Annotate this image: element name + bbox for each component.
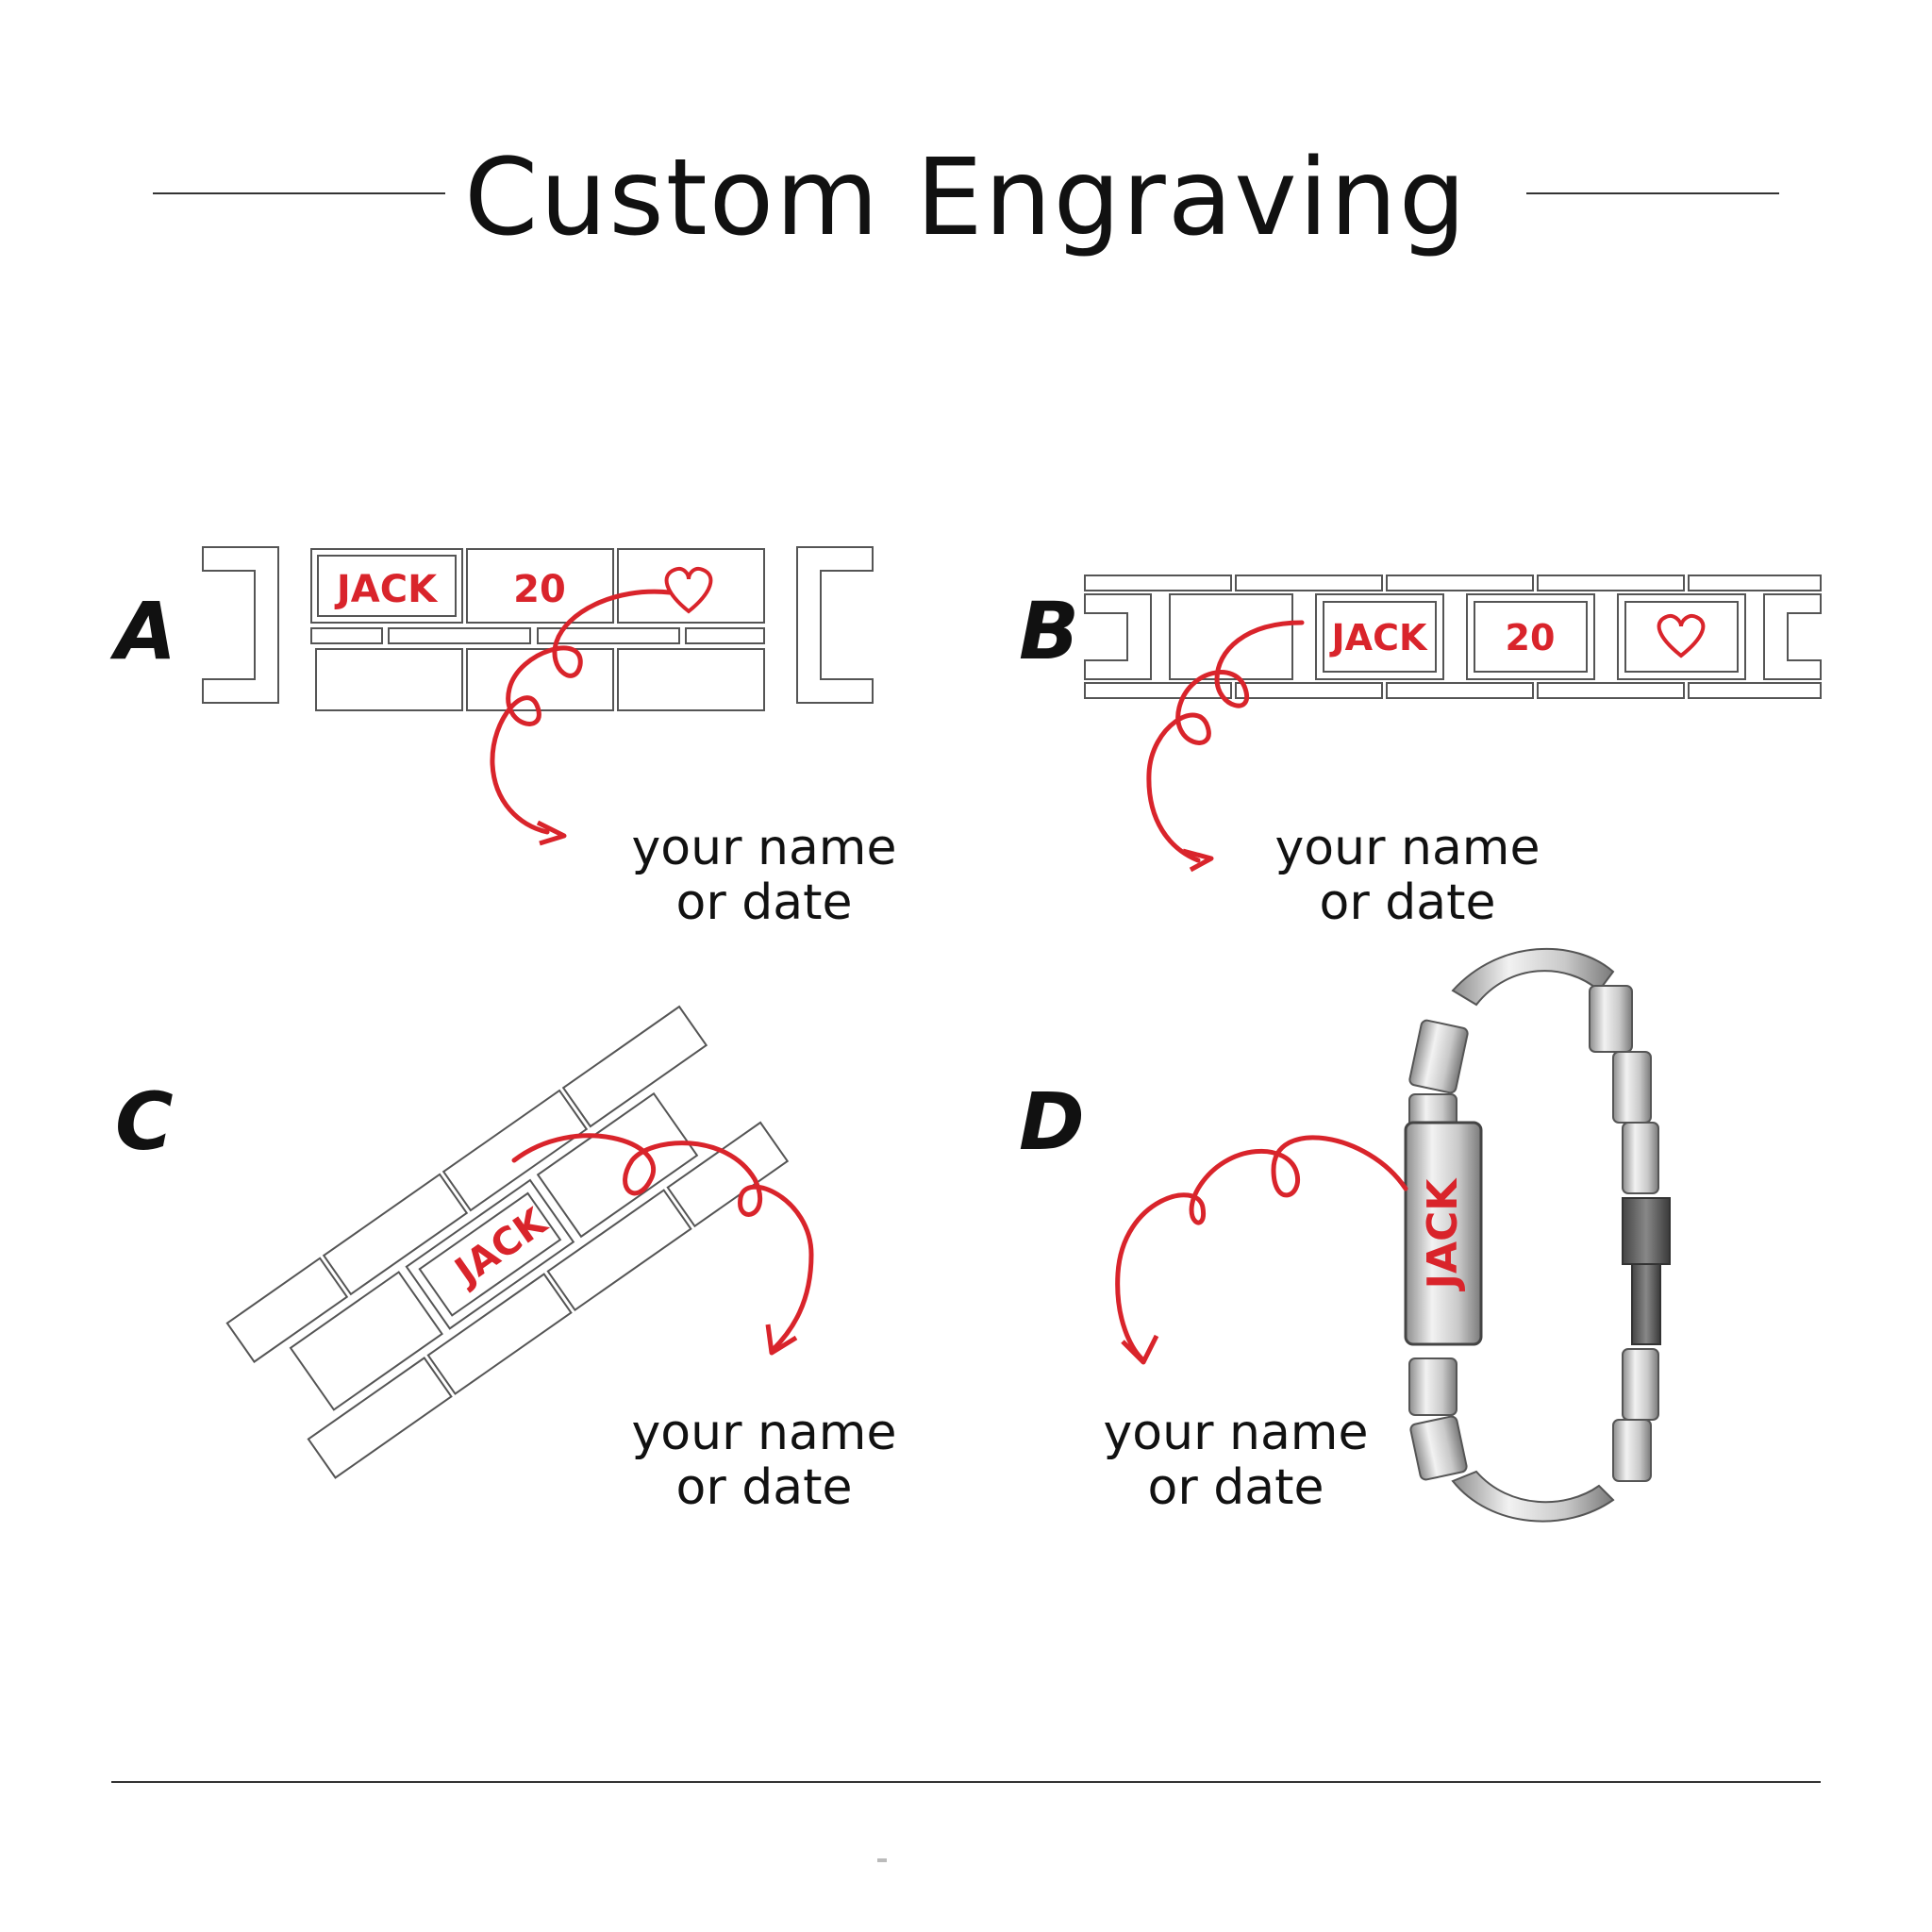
variant-c-swirl-arrow xyxy=(511,1133,814,1356)
variant-b-letter: B xyxy=(1019,585,1080,677)
variant-d-caption-line1: your name xyxy=(1103,1405,1369,1461)
variant-d-caption-line2: or date xyxy=(1147,1459,1324,1516)
variant-c-letter: C xyxy=(115,1075,174,1168)
variant-b-caption-line1: your name xyxy=(1274,820,1541,876)
variant-d-caption: your name or date xyxy=(1047,1406,1424,1515)
variant-a-engraving-20: 20 xyxy=(513,568,566,611)
heart-icon xyxy=(1657,614,1706,658)
variant-a-swirl-arrow xyxy=(490,589,673,846)
variant-b-bracelet: JACK 20 xyxy=(1084,575,1822,699)
variant-b-swirl-arrow xyxy=(1146,620,1305,873)
variant-b-caption: your name or date xyxy=(1219,821,1596,930)
bottom-rule xyxy=(111,1781,1821,1783)
variant-c-caption: your name or date xyxy=(575,1406,953,1515)
variant-b-engraving-jack: JACK xyxy=(1329,617,1428,658)
variant-a-letter: A xyxy=(115,585,177,677)
engraving-plate xyxy=(1404,1121,1483,1346)
variant-a-caption-line2: or date xyxy=(675,874,853,931)
bottom-mark xyxy=(877,1858,887,1862)
variant-d-swirl-arrow xyxy=(1115,1135,1408,1365)
variant-a-caption-line1: your name xyxy=(631,820,897,876)
variant-d-engraving-jack: JACK xyxy=(1419,1177,1467,1292)
heart-icon xyxy=(664,567,713,614)
variant-b-caption-line2: or date xyxy=(1319,874,1496,931)
title-rule-right xyxy=(1526,192,1779,194)
variant-c-caption-line2: or date xyxy=(675,1459,853,1516)
variant-a-caption: your name or date xyxy=(575,821,953,930)
variant-c-bracelet: JACK xyxy=(225,1005,790,1479)
variant-d-letter: D xyxy=(1019,1075,1085,1168)
variant-d-bracelet: JACK xyxy=(1404,947,1671,1523)
title-rule-left xyxy=(153,192,445,194)
variant-b-engraving-20: 20 xyxy=(1506,617,1556,658)
page-title: Custom Engraving xyxy=(464,137,1468,259)
variant-a-engraving-jack: JACK xyxy=(334,568,439,611)
variant-a-bracelet: JACK 20 xyxy=(202,546,874,711)
variant-c-caption-line1: your name xyxy=(631,1405,897,1461)
